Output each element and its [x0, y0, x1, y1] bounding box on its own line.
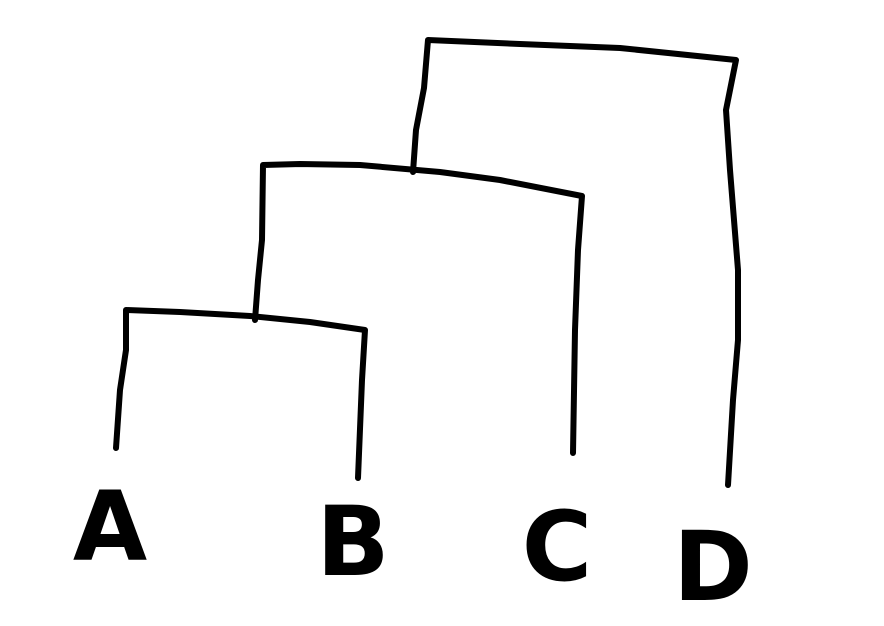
branch-ab-c — [252, 161, 585, 456]
branch-a-b — [113, 307, 368, 481]
leaf-label-b: B — [316, 486, 389, 598]
leaf-label-c: C — [522, 491, 592, 603]
branch-abc-d — [410, 37, 741, 488]
leaf-label-a: A — [73, 471, 147, 583]
leaf-label-d: D — [673, 511, 753, 623]
